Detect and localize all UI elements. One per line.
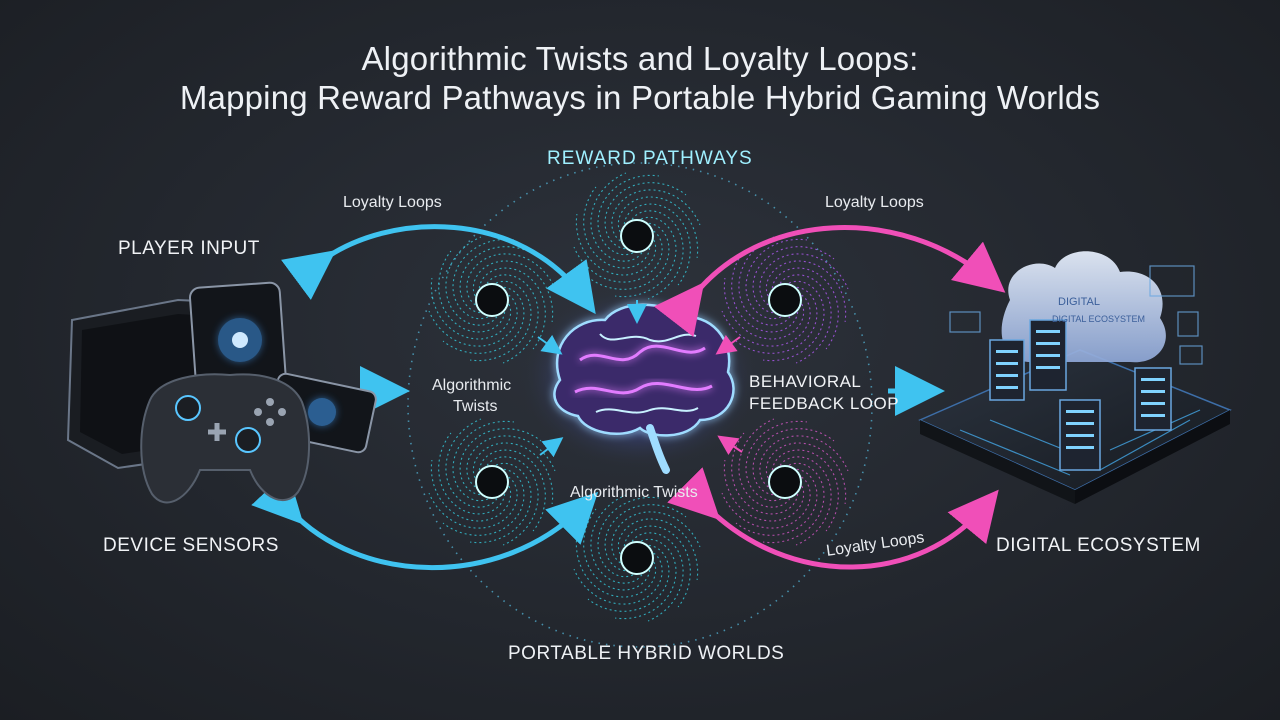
loyalty-loop-arrow-top-left bbox=[281, 224, 596, 315]
handheld-devices-icon bbox=[66, 281, 377, 504]
loyalty-loop-arrow-top-right bbox=[653, 225, 1006, 338]
inward-arrows bbox=[537, 300, 743, 458]
diagram-title-line-1: Algorithmic Twists and Loyalty Loops: bbox=[361, 40, 919, 77]
dotted-ring bbox=[407, 162, 873, 648]
label-feedback-loop-line-2: FEEDBACK LOOP bbox=[749, 394, 900, 413]
label-algorithmic-twists-left-line-1: Algorithmic bbox=[432, 377, 512, 394]
spiral-vortex-icon bbox=[573, 172, 701, 300]
spiral-vortex-icon bbox=[428, 418, 556, 546]
spiral-vortex-icon bbox=[573, 494, 701, 622]
label-algorithmic-twists-bottom: Algorithmic Twists bbox=[570, 484, 698, 501]
label-reward-pathways: REWARD PATHWAYS bbox=[547, 148, 753, 169]
label-algorithmic-twists-left-line-2: Twists bbox=[453, 398, 498, 415]
label-portable-hybrid-worlds: PORTABLE HYBRID WORLDS bbox=[508, 643, 785, 664]
loyalty-loop-arrow-bottom-left bbox=[251, 471, 599, 571]
cloud-server-icon bbox=[918, 251, 1232, 504]
loyalty-loop-arrow-bottom-right bbox=[667, 467, 999, 570]
server-sign-line-2: DIGITAL ECOSYSTEM bbox=[1052, 314, 1146, 324]
label-behavioral-line-1: BEHAVIORAL bbox=[749, 372, 862, 391]
label-digital-ecosystem: DIGITAL ECOSYSTEM bbox=[996, 535, 1201, 556]
label-loyalty-loops-top-right: Loyalty Loops bbox=[825, 194, 924, 211]
diagram-title-line-2: Mapping Reward Pathways in Portable Hybr… bbox=[179, 79, 1101, 116]
server-sign-line-1: DIGITAL bbox=[1058, 296, 1100, 308]
label-loyalty-loops-top-left: Loyalty Loops bbox=[343, 194, 442, 211]
spiral-vortex-icon bbox=[721, 418, 849, 546]
label-player-input: PLAYER INPUT bbox=[118, 238, 260, 259]
label-device-sensors: DEVICE SENSORS bbox=[103, 535, 279, 556]
